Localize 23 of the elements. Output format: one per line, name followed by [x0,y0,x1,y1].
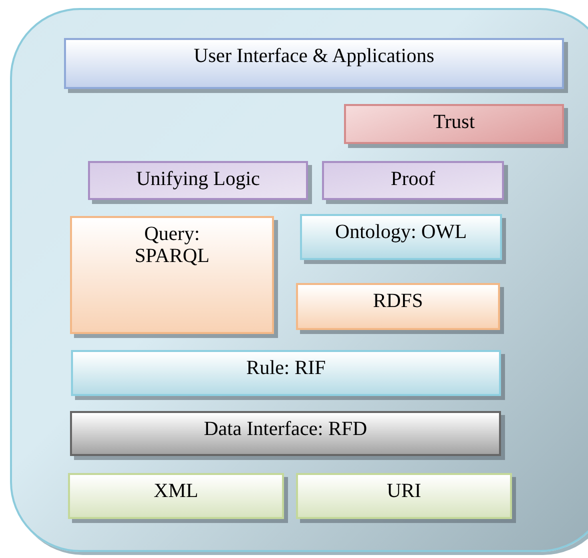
layer-box [300,214,502,260]
layer-box [344,104,564,144]
layer-label: Rule: RIF [245,356,327,379]
layer-box [88,161,308,200]
layer-label: Unifying Logic [135,167,261,190]
layer-label: Proof [390,167,436,190]
layer-label: Ontology: OWL [334,220,468,243]
layer-box [64,38,564,89]
layer-label: Query: SPARQL [134,222,210,267]
layer-label: URI [386,479,422,502]
layer-box [68,473,284,519]
layer-label: RDFS [372,289,424,312]
layer-box [322,161,504,200]
panel-background [10,8,588,552]
layer-label: XML [152,479,200,502]
layer-label: Trust [432,110,476,133]
layer-box [70,216,274,334]
layer-box [296,473,512,519]
layer-box [70,411,501,456]
layer-label: User Interface & Applications [192,44,436,67]
layer-box [296,283,500,330]
layer-label: Data Interface: RFD [202,417,368,440]
layer-box [71,350,501,396]
